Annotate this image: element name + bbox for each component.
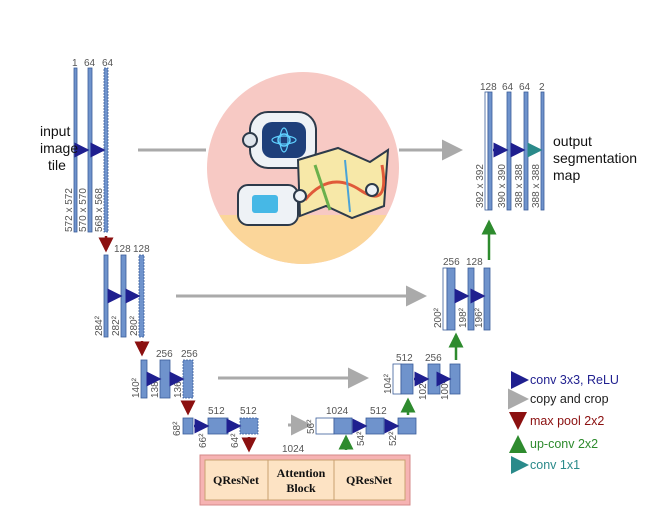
channel-label: 64 (102, 58, 114, 69)
encoder-level2: 128 128 284² 282² 280² (94, 244, 150, 357)
size-label: 568 x 568 (94, 188, 105, 232)
svg-text:conv 1x1: conv 1x1 (530, 458, 580, 472)
channel-label: 128 (133, 244, 150, 255)
size-label: 138² (150, 377, 161, 398)
bottleneck-block: QResNet Attention Block QResNet (199, 454, 411, 506)
channel-label: 2 (539, 82, 545, 93)
channel-label: 64 (519, 82, 531, 93)
legend-item-conv3x3: conv 3x3, ReLU (511, 371, 619, 389)
input-label-2: image (40, 140, 78, 156)
legend-item-up-conv: up-conv 2x2 (509, 435, 598, 453)
channel-label: 256 (181, 349, 198, 360)
channel-label: 512 (396, 353, 413, 364)
channel-label: 512 (240, 406, 257, 417)
decoder-level4: 1024 512 56² 54² 52² (306, 397, 417, 450)
size-label: 100² (440, 379, 451, 400)
size-label: 196² (474, 307, 485, 328)
channel-label: 64 (502, 82, 514, 93)
size-label: 140² (131, 377, 142, 398)
legend-item-max-pool: max pool 2x2 (509, 412, 604, 430)
size-label: 282² (111, 315, 122, 336)
size-label: 200² (433, 307, 444, 328)
channel-label: 128 (466, 257, 483, 268)
legend-item-copy-crop: copy and crop (508, 388, 609, 410)
channel-label: 128 (480, 82, 497, 93)
output-label-3: map (553, 167, 580, 183)
size-label: 66² (198, 433, 209, 448)
output-label-1: output (553, 133, 592, 149)
size-label: 136² (173, 377, 184, 398)
size-label: 64² (230, 433, 241, 448)
bottleneck-channel-label: 1024 (282, 444, 305, 455)
input-label-1: input (40, 123, 70, 139)
size-label: 52² (388, 431, 399, 446)
size-label: 56² (306, 419, 317, 434)
size-label: 104² (383, 373, 394, 394)
encoder-level4: 512 512 68² 66² 64² (172, 406, 259, 453)
bottleneck-right-label: QResNet (346, 473, 392, 487)
channel-label: 256 (443, 257, 460, 268)
channel-label: 128 (114, 244, 131, 255)
channel-label: 512 (370, 406, 387, 417)
decoder-level2: 256 128 200² 198² 196² (433, 219, 497, 331)
encoder-level3: 256 256 140² 138² 136² (131, 349, 198, 416)
size-label: 198² (458, 307, 469, 328)
legend: conv 3x3, ReLU copy and crop max pool 2x… (508, 371, 619, 474)
channel-label: 256 (156, 349, 173, 360)
robot-map-illustration (207, 72, 399, 264)
channel-label: 1024 (326, 406, 349, 417)
channel-label: 512 (208, 406, 225, 417)
size-label: 572 x 572 (64, 188, 75, 232)
size-label: 280² (129, 315, 140, 336)
channel-label: 1 (72, 58, 78, 69)
decoder-level3: 512 256 104² 102² 100² (383, 332, 464, 400)
size-label: 284² (94, 315, 105, 336)
channel-label: 256 (425, 353, 442, 364)
legend-item-conv1x1: conv 1x1 (511, 456, 580, 474)
size-label: 68² (172, 421, 183, 436)
channel-label: 64 (84, 58, 96, 69)
size-label: 388 x 388 (531, 164, 542, 208)
output-label-2: segmentation (553, 150, 637, 166)
size-label: 388 x 388 (514, 164, 525, 208)
input-label-3: tile (48, 157, 66, 173)
size-label: 54² (356, 431, 367, 446)
size-label: 570 x 570 (78, 188, 89, 232)
svg-text:copy and crop: copy and crop (530, 392, 609, 406)
svg-text:max pool 2x2: max pool 2x2 (530, 414, 604, 428)
bottleneck-middle-label-2: Block (286, 481, 316, 495)
size-label: 390 x 390 (497, 164, 508, 208)
svg-text:conv 3x3, ReLU: conv 3x3, ReLU (530, 373, 619, 387)
svg-text:up-conv 2x2: up-conv 2x2 (530, 437, 598, 451)
encoder-level1: 1 64 64 572 x 572 570 x 570 568 x 568 (64, 58, 114, 253)
bottleneck-middle-label-1: Attention (277, 466, 326, 480)
decoder-level1: 128 64 64 2 392 x 392 390 x 390 388 x 38… (475, 82, 545, 211)
size-label: 392 x 392 (475, 164, 486, 208)
bottleneck-left-label: QResNet (213, 473, 259, 487)
copy-crop-arrows (138, 139, 463, 436)
size-label: 102² (418, 379, 429, 400)
